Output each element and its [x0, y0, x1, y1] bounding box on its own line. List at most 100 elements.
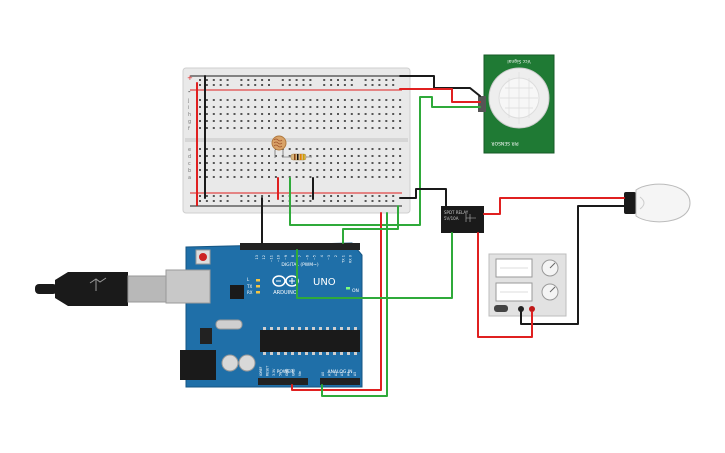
- digital-pin-label: 13: [255, 255, 259, 259]
- breadboard-hole: [219, 127, 222, 129]
- arduino-brand: ARDUINO: [273, 290, 297, 296]
- rail-hole: [385, 84, 388, 86]
- breadboard-hole: [288, 148, 291, 150]
- breadboard-hole: [323, 148, 326, 150]
- breadboard-hole: [274, 127, 277, 129]
- digital-pin-label: 7: [298, 255, 302, 257]
- rail-hole: [205, 195, 208, 197]
- rail-hole: [199, 84, 201, 86]
- rail-hole: [392, 195, 395, 197]
- rail-plus-label: +: [187, 74, 193, 82]
- breadboard-hole: [268, 176, 270, 178]
- chip-pin: [263, 352, 266, 355]
- breadboard-hole: [233, 127, 236, 129]
- breadboard-hole: [309, 106, 312, 108]
- breadboard-hole: [350, 120, 353, 122]
- rail-hole: [261, 79, 264, 81]
- breadboard-hole: [240, 162, 243, 164]
- breadboard-hole: [295, 120, 298, 122]
- rail-hole: [323, 79, 326, 81]
- rail-hole: [226, 200, 229, 202]
- breadboard-hole: [392, 113, 395, 115]
- breadboard-hole: [254, 120, 257, 122]
- breadboard-hole: [343, 169, 346, 171]
- breadboard-hole: [302, 120, 305, 122]
- breadboard-hole: [274, 176, 277, 178]
- rail-hole: [302, 79, 305, 81]
- chip-pin: [291, 327, 294, 330]
- breadboard-hole: [392, 176, 395, 178]
- chip-pin: [340, 352, 343, 355]
- breadboard-hole: [364, 127, 367, 129]
- atmega-chip: [260, 330, 360, 352]
- breadboard-hole: [261, 120, 264, 122]
- breadboard-hole: [350, 148, 353, 150]
- rail-minus-label: -: [188, 88, 191, 96]
- breadboard-hole: [337, 120, 339, 122]
- breadboard-hole: [330, 155, 333, 157]
- breadboard-hole: [288, 113, 291, 115]
- chip-pin: [277, 327, 280, 330]
- breadboard-hole: [302, 169, 305, 171]
- breadboard-hole: [247, 127, 250, 129]
- wires: [196, 75, 625, 397]
- rail-hole: [309, 84, 312, 86]
- rail-hole: [219, 79, 222, 81]
- breadboard-hole: [364, 99, 367, 101]
- breadboard-hole: [399, 120, 402, 122]
- rail-hole: [219, 84, 222, 86]
- rail-hole: [371, 200, 374, 202]
- breadboard-hole: [226, 162, 229, 164]
- breadboard-center-channel: [185, 138, 408, 142]
- rail-hole: [205, 79, 208, 81]
- breadboard-hole: [268, 113, 270, 115]
- breadboard-hole: [371, 155, 374, 157]
- rail-hole: [343, 79, 346, 81]
- rail-hole: [385, 195, 388, 197]
- breadboard-hole: [399, 106, 402, 108]
- rail-hole: [385, 200, 388, 202]
- power-pin-label: GND: [292, 368, 296, 376]
- breadboard-hole: [247, 176, 250, 178]
- breadboard-hole: [350, 162, 353, 164]
- rail-hole: [199, 79, 201, 81]
- usb-port: [165, 269, 211, 304]
- breadboard-hole: [316, 176, 319, 178]
- breadboard-hole: [254, 127, 257, 129]
- rail-hole: [330, 200, 333, 202]
- digital-pin-label: RX 0: [349, 255, 353, 263]
- voltage-regulator: [200, 328, 212, 344]
- wire-relay-bulb: [483, 197, 625, 215]
- rail-hole: [371, 195, 374, 197]
- breadboard-hole: [350, 127, 353, 129]
- breadboard-hole: [364, 106, 367, 108]
- breadboard-hole: [378, 162, 381, 164]
- breadboard-hole: [233, 106, 236, 108]
- power-switch-icon[interactable]: [494, 305, 508, 312]
- breadboard-hole: [323, 120, 326, 122]
- rail-hole: [330, 79, 333, 81]
- wire-5v: [291, 212, 382, 391]
- breadboard-hole: [295, 169, 298, 171]
- rail-hole: [371, 79, 374, 81]
- breadboard-hole: [261, 99, 264, 101]
- breadboard-hole: [385, 169, 388, 171]
- rail-hole: [350, 195, 353, 197]
- breadboard-hole: [212, 113, 215, 115]
- arduino-uno-board: ARDUINO UNO DIGITAL (PWM~) POWER ANALOG …: [165, 242, 363, 388]
- row-letter: e: [188, 147, 191, 153]
- chip-pin: [305, 352, 308, 355]
- wire-supply-relay: [477, 232, 533, 338]
- chip-pin: [284, 352, 287, 355]
- rail-hole: [261, 195, 264, 197]
- breadboard-hole: [205, 127, 208, 129]
- analog-pin-label: A5: [353, 372, 357, 376]
- breadboard-hole: [295, 106, 298, 108]
- breadboard-hole: [212, 162, 215, 164]
- rail-hole: [281, 79, 284, 81]
- breadboard-hole: [261, 162, 264, 164]
- breadboard-hole: [378, 106, 381, 108]
- breadboard-hole: [199, 113, 201, 115]
- breadboard-hole: [357, 127, 360, 129]
